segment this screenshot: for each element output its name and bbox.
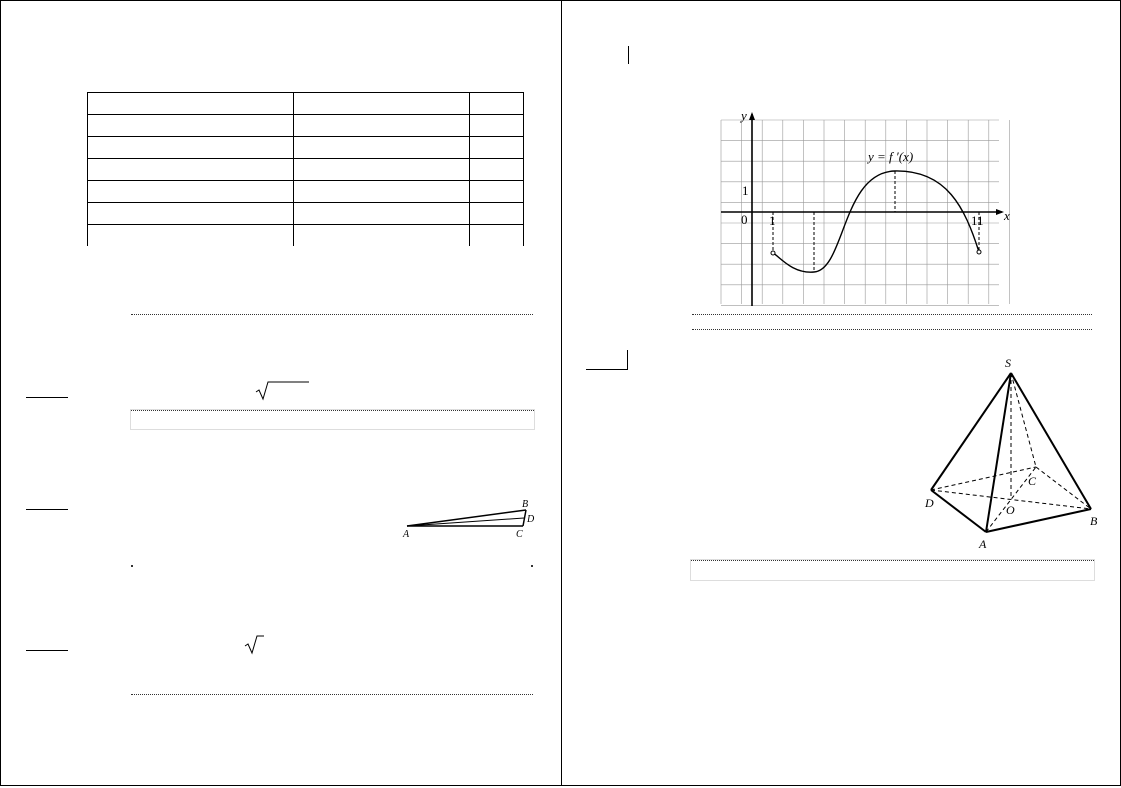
table-row — [86, 180, 524, 203]
answer-box-1[interactable] — [130, 409, 535, 430]
task-marker-2 — [26, 509, 68, 510]
radical-sign-2 — [244, 635, 264, 655]
table-row — [86, 224, 524, 246]
table-cell — [469, 224, 524, 246]
answer-box-3[interactable] — [690, 559, 1095, 581]
triangle-label-d: D — [526, 514, 535, 525]
table-cell — [86, 202, 295, 225]
pyramid-label-d: D — [924, 496, 934, 510]
table-row — [86, 202, 524, 225]
table-cell — [293, 224, 471, 246]
pyramid-label-a: A — [978, 537, 987, 551]
pyramid-figure: S A B C D O — [924, 356, 1098, 551]
answer-line-3 — [131, 694, 533, 695]
task-marker-1 — [26, 397, 68, 398]
task-marker-3 — [26, 650, 68, 651]
table-cell — [293, 114, 471, 137]
graph-y-tick-1: 1 — [742, 183, 749, 198]
table-cell — [86, 158, 295, 181]
table-cell — [293, 92, 471, 115]
table-row — [86, 136, 524, 159]
table-cell — [469, 158, 524, 181]
table-row — [86, 158, 524, 181]
table-cell — [293, 180, 471, 203]
pyramid-label-c: C — [1028, 474, 1037, 488]
radical-sign — [255, 381, 309, 401]
answer-line-1 — [131, 314, 533, 315]
pyramid-label-o: O — [1006, 503, 1015, 517]
graph-origin-label: 0 — [741, 212, 748, 227]
table-cell — [86, 92, 295, 115]
table-cell — [469, 180, 524, 203]
graph-x-tick-1: 1 — [769, 213, 776, 228]
table-cell — [469, 114, 524, 137]
table-cell — [469, 202, 524, 225]
right-page: y x 0 1 11 1 y = f ′(x) S A B C D O — [561, 0, 1121, 786]
graph-x-axis-label: x — [1003, 208, 1010, 223]
table-cell — [86, 180, 295, 203]
table-row — [86, 114, 524, 137]
table-cell — [86, 224, 295, 246]
task-marker-4 — [628, 46, 629, 64]
triangle-label-c: C — [516, 529, 523, 540]
table-cell — [469, 136, 524, 159]
pyramid-label-b: B — [1090, 514, 1098, 528]
table-cell — [293, 202, 471, 225]
graph-x-tick-11: 11 — [971, 213, 984, 228]
task-marker-5 — [586, 350, 628, 370]
left-page: A B C D — [0, 0, 562, 786]
pyramid-label-s: S — [1005, 356, 1011, 370]
table-cell — [293, 158, 471, 181]
triangle-label-a: A — [402, 529, 410, 540]
graph-function-label: y = f ′(x) — [866, 149, 913, 164]
triangle-figure: A B C D — [402, 499, 535, 540]
table-row — [86, 92, 524, 115]
graph-y-axis-label: y — [739, 108, 747, 123]
table-cell — [86, 114, 295, 137]
table-cell — [469, 92, 524, 115]
answer-box-2[interactable] — [692, 314, 1092, 330]
derivative-graph: y x 0 1 11 1 y = f ′(x) — [720, 108, 1010, 306]
data-table — [86, 92, 524, 246]
table-cell — [86, 136, 295, 159]
triangle-label-b: B — [522, 499, 528, 510]
table-cell — [293, 136, 471, 159]
